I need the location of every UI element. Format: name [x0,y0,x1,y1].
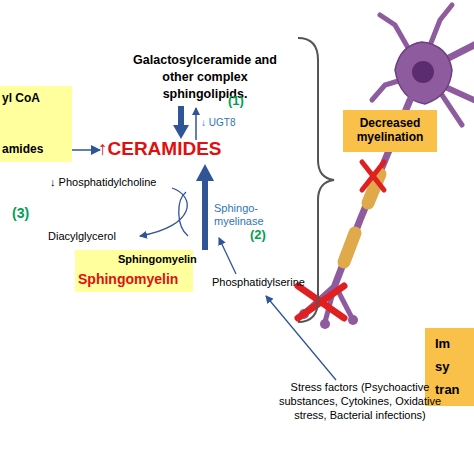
metabolite-label: Phosphatidylserine [212,276,305,289]
outcome-box: Im sy tran [425,328,474,406]
box-text: yl CoA [2,91,40,105]
box-text: Decreased myelination [345,116,435,145]
outcome-box: Decreased myelination [343,110,437,152]
callout-number: (1) [228,93,244,109]
box-text: Sphingomyelin [118,253,197,266]
terminal-knob [320,319,330,329]
cross-stroke [362,162,384,190]
thick-arrow-shaft [202,180,208,250]
thin-arrow [70,149,100,151]
cross-stroke [362,162,384,190]
curved-arrow [140,188,187,236]
thin-arrow [266,296,336,380]
terminal-knob [348,315,358,325]
thin-arrow [219,238,236,274]
red-cross [298,286,344,318]
enzyme-label: ↓ UGT8 [201,117,235,129]
myelin-segment [344,233,355,262]
highlight-box: SphingomyelinSphingomyelin [75,250,193,292]
thin-arrow [195,108,197,140]
cross-stroke [298,286,344,318]
highlight-box: yl CoA amides [0,86,72,162]
curved-arrow [179,192,188,236]
neuron-dendrites [372,5,474,125]
metabolite-label: Diacylglycerol [48,230,116,243]
neuron-cell-body [395,42,452,104]
thick-arrow-head [173,125,189,139]
pathway-source: Galactosylceramide and other complex sph… [128,52,282,103]
neuron-nucleus [412,61,434,83]
dendrite [440,92,462,125]
stress-note: Stress factors (Psychoactive substances,… [270,380,450,422]
metabolite-label: ↓ Phosphatidylcholine [50,176,156,189]
enzyme-label: Sphingo- myelinase [214,202,272,228]
thick-arrow-head [196,164,214,181]
central-metabolite: ↑CERAMIDES [98,138,222,161]
cross-stroke [298,286,344,318]
box-text: Im sy tran [435,332,460,401]
thick-arrow-shaft [178,106,184,126]
red-cross [362,162,384,190]
box-text: Sphingomyelin [78,271,178,288]
box-text: amides [2,142,43,156]
callout-number: (3) [12,205,29,222]
callout-number: (2) [250,227,266,243]
